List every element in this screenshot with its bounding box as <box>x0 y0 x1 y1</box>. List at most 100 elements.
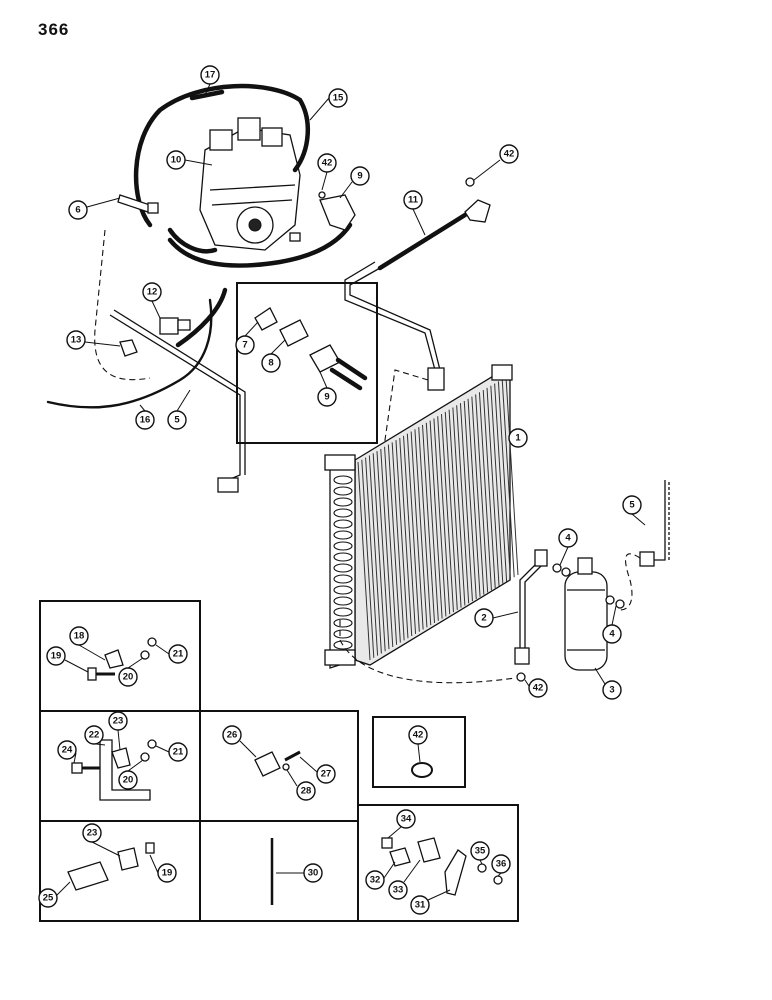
leader-line <box>309 97 330 121</box>
leader-line <box>117 729 121 751</box>
leader-lines <box>56 83 646 901</box>
leader-line <box>56 881 71 896</box>
screw-34 <box>381 837 393 849</box>
svg-text:34: 34 <box>401 814 412 825</box>
svg-text:1: 1 <box>515 433 521 444</box>
leader-line <box>383 861 396 879</box>
svg-text:18: 18 <box>74 631 85 642</box>
callout-33: 33 <box>388 880 408 900</box>
condenser-fin <box>490 385 504 584</box>
o-ring-4b <box>561 567 571 577</box>
leader-line <box>473 159 501 181</box>
leader-line <box>127 657 144 669</box>
callout-42d: 42 <box>408 725 428 745</box>
svg-text:23: 23 <box>113 716 124 727</box>
condenser-fin <box>448 409 462 608</box>
condenser-fin <box>440 414 454 613</box>
leader-line <box>84 341 121 347</box>
callout-5b: 5 <box>622 495 642 515</box>
svg-text:23: 23 <box>87 828 98 839</box>
inset-grid <box>39 600 519 922</box>
callout-6: 6 <box>68 200 88 220</box>
callout-1: 1 <box>508 428 528 448</box>
condenser-coil-loop <box>333 585 353 595</box>
svg-text:27: 27 <box>321 769 332 780</box>
callout-26: 26 <box>222 725 242 745</box>
condenser-fin <box>399 437 413 637</box>
o-ring-42-upper <box>318 191 326 199</box>
callout-4a: 4 <box>558 528 578 548</box>
leader-line <box>427 889 451 901</box>
condenser-fin <box>368 455 382 654</box>
screw-27 <box>284 750 301 762</box>
svg-text:4: 4 <box>609 629 615 640</box>
condenser-coil-loop <box>333 508 353 518</box>
leader-line <box>149 854 159 874</box>
leader-line <box>78 644 106 661</box>
leader-line <box>139 404 146 412</box>
condenser-fin <box>418 427 432 626</box>
svg-text:12: 12 <box>147 287 158 298</box>
condenser-fin <box>452 407 466 606</box>
leader-line <box>239 740 257 758</box>
hose-11 <box>377 212 468 271</box>
nut-36 <box>493 875 503 885</box>
clamp-26 <box>254 751 281 777</box>
svg-text:7: 7 <box>242 340 247 351</box>
clamp-32 <box>389 847 411 867</box>
leader-line <box>286 769 298 787</box>
callout-5a: 5 <box>167 410 187 430</box>
callout-23a: 23 <box>108 711 128 731</box>
svg-text:4: 4 <box>565 533 571 544</box>
svg-text:20: 20 <box>123 775 134 786</box>
switch-12 <box>159 317 179 335</box>
fitting-6 <box>117 194 151 213</box>
clip-13 <box>119 339 138 357</box>
leader-line <box>492 611 519 619</box>
callout-42b: 42 <box>499 144 519 164</box>
condenser-fin <box>486 387 500 586</box>
o-ring-4d <box>615 599 625 609</box>
condenser-fin <box>471 396 485 595</box>
leader-line <box>95 743 106 746</box>
callout-9b: 9 <box>317 387 337 407</box>
svg-text:33: 33 <box>393 885 404 896</box>
leader-line <box>73 752 77 764</box>
condenser-fin <box>429 420 443 619</box>
leader-line <box>151 300 161 319</box>
line-5-right <box>650 480 666 561</box>
leader-line <box>321 171 328 191</box>
svg-text:31: 31 <box>415 900 426 911</box>
svg-text:42: 42 <box>533 683 544 694</box>
svg-text:30: 30 <box>308 868 319 879</box>
bracket-31 <box>444 849 467 896</box>
bolt-19a <box>87 667 97 681</box>
nut-21a <box>147 637 157 647</box>
washer-20a <box>140 650 150 660</box>
condenser-fin <box>433 418 447 617</box>
condenser-fin <box>391 442 405 641</box>
leader-line <box>524 679 530 687</box>
callout-27: 27 <box>316 764 336 784</box>
leader-line <box>155 745 170 753</box>
callout-20b: 20 <box>118 770 138 790</box>
svg-text:17: 17 <box>205 70 216 81</box>
page-number: 366 <box>38 20 70 39</box>
leader-line <box>319 371 328 389</box>
condenser-fin <box>456 405 470 604</box>
callout-34: 34 <box>396 809 416 829</box>
callout-12: 12 <box>142 282 162 302</box>
o-ring-42-bottom <box>516 672 526 682</box>
leader-line <box>594 667 606 685</box>
leader-line <box>244 321 259 337</box>
callout-9a: 9 <box>350 166 370 186</box>
condenser-fin <box>372 453 386 652</box>
clip-18 <box>104 649 124 669</box>
svg-text:10: 10 <box>171 155 182 166</box>
svg-text:11: 11 <box>408 195 419 206</box>
svg-text:24: 24 <box>62 745 73 756</box>
condenser-coil-loop <box>333 618 353 628</box>
leader-line <box>64 659 89 673</box>
callout-30: 30 <box>303 863 323 883</box>
